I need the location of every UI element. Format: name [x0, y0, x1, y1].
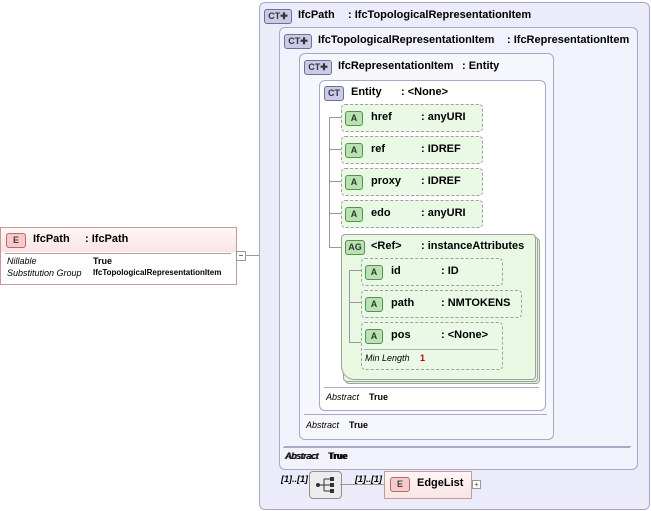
attribute-icon: A — [365, 297, 383, 312]
attribute-icon: A — [345, 175, 363, 190]
substitution-group-label: Substitution Group — [7, 268, 82, 278]
multiplicity-right: [1]..[1] — [355, 474, 382, 484]
attribute-type: : <None> — [441, 329, 489, 341]
attribute-proxy[interactable]: A proxy : IDREF — [341, 168, 483, 196]
sequence-icon — [316, 477, 334, 493]
complex-type-base: : IfcTopologicalRepresentationItem — [348, 9, 532, 21]
attribute-edo[interactable]: A edo : anyURI — [341, 200, 483, 228]
attribute-ref[interactable]: A ref : IDREF — [341, 136, 483, 164]
element-box-ifcpath[interactable]: E IfcPath : IfcPath Nillable True Substi… — [0, 227, 237, 285]
attribute-type: : ID — [441, 265, 459, 277]
attribute-type: : anyURI — [421, 111, 466, 123]
attribute-icon: A — [365, 329, 383, 344]
element-type: : IfcPath — [85, 233, 129, 245]
substitution-group-value: IfcTopologicalRepresentationItem — [93, 268, 222, 277]
element-box-edgelist[interactable]: E EdgeList — [384, 471, 472, 499]
attribute-type: : anyURI — [421, 207, 466, 219]
complex-type-name: IfcRepresentationItem — [338, 60, 454, 72]
attribute-href[interactable]: A href : anyURI — [341, 104, 483, 132]
complex-type-icon: CT✚ — [304, 60, 332, 75]
attribute-name: edo — [371, 207, 391, 219]
complex-type-base: : <None> — [401, 86, 449, 98]
min-length-value: 1 — [420, 353, 426, 363]
attribute-icon: A — [365, 265, 383, 280]
complex-type-name: Entity — [351, 86, 382, 98]
attribute-name: ref — [371, 143, 386, 155]
element-icon: E — [390, 477, 410, 492]
attribute-icon: A — [345, 111, 363, 126]
attribute-name: id — [391, 265, 401, 277]
attribute-name: href — [371, 111, 392, 123]
element-name: IfcPath — [33, 233, 70, 245]
complex-type-icon: CT✚ — [284, 34, 312, 49]
attribute-group-icon: AG — [345, 240, 365, 255]
nillable-value: True — [93, 256, 113, 266]
complex-type-base: : Entity — [462, 60, 500, 72]
min-length-label: Min Length — [365, 353, 410, 363]
attribute-icon: A — [345, 207, 363, 222]
attribute-pos[interactable]: A pos : <None> Min Length 1 — [361, 322, 503, 370]
attribute-name: proxy — [371, 175, 401, 187]
attribute-id[interactable]: A id : ID — [361, 258, 503, 286]
collapse-toggle[interactable]: − — [236, 251, 246, 261]
attribute-name: pos — [391, 329, 411, 341]
attribute-type: : NMTOKENS — [441, 297, 511, 309]
attribute-group-name: <Ref> — [371, 240, 402, 252]
attribute-type: : IDREF — [421, 143, 461, 155]
complex-type-name: IfcTopologicalRepresentationItem — [318, 34, 495, 46]
attribute-type: : IDREF — [421, 175, 461, 187]
complex-type-icon: CT✚ — [264, 9, 292, 24]
complex-type-name: IfcPath — [298, 9, 335, 21]
attribute-group-type: : instanceAttributes — [421, 240, 525, 252]
attribute-path[interactable]: A path : NMTOKENS — [361, 290, 522, 318]
element-name: EdgeList — [417, 477, 464, 489]
attribute-name: path — [391, 297, 415, 309]
nillable-label: Nillable — [7, 256, 37, 266]
element-icon: E — [6, 233, 26, 248]
multiplicity-left: [1]..[1] — [281, 474, 308, 484]
complex-type-icon: CT — [324, 86, 344, 101]
expand-toggle[interactable]: + — [472, 480, 481, 489]
complex-type-base: : IfcRepresentationItem — [507, 34, 630, 46]
attribute-icon: A — [345, 143, 363, 158]
sequence-compositor[interactable] — [309, 471, 342, 499]
